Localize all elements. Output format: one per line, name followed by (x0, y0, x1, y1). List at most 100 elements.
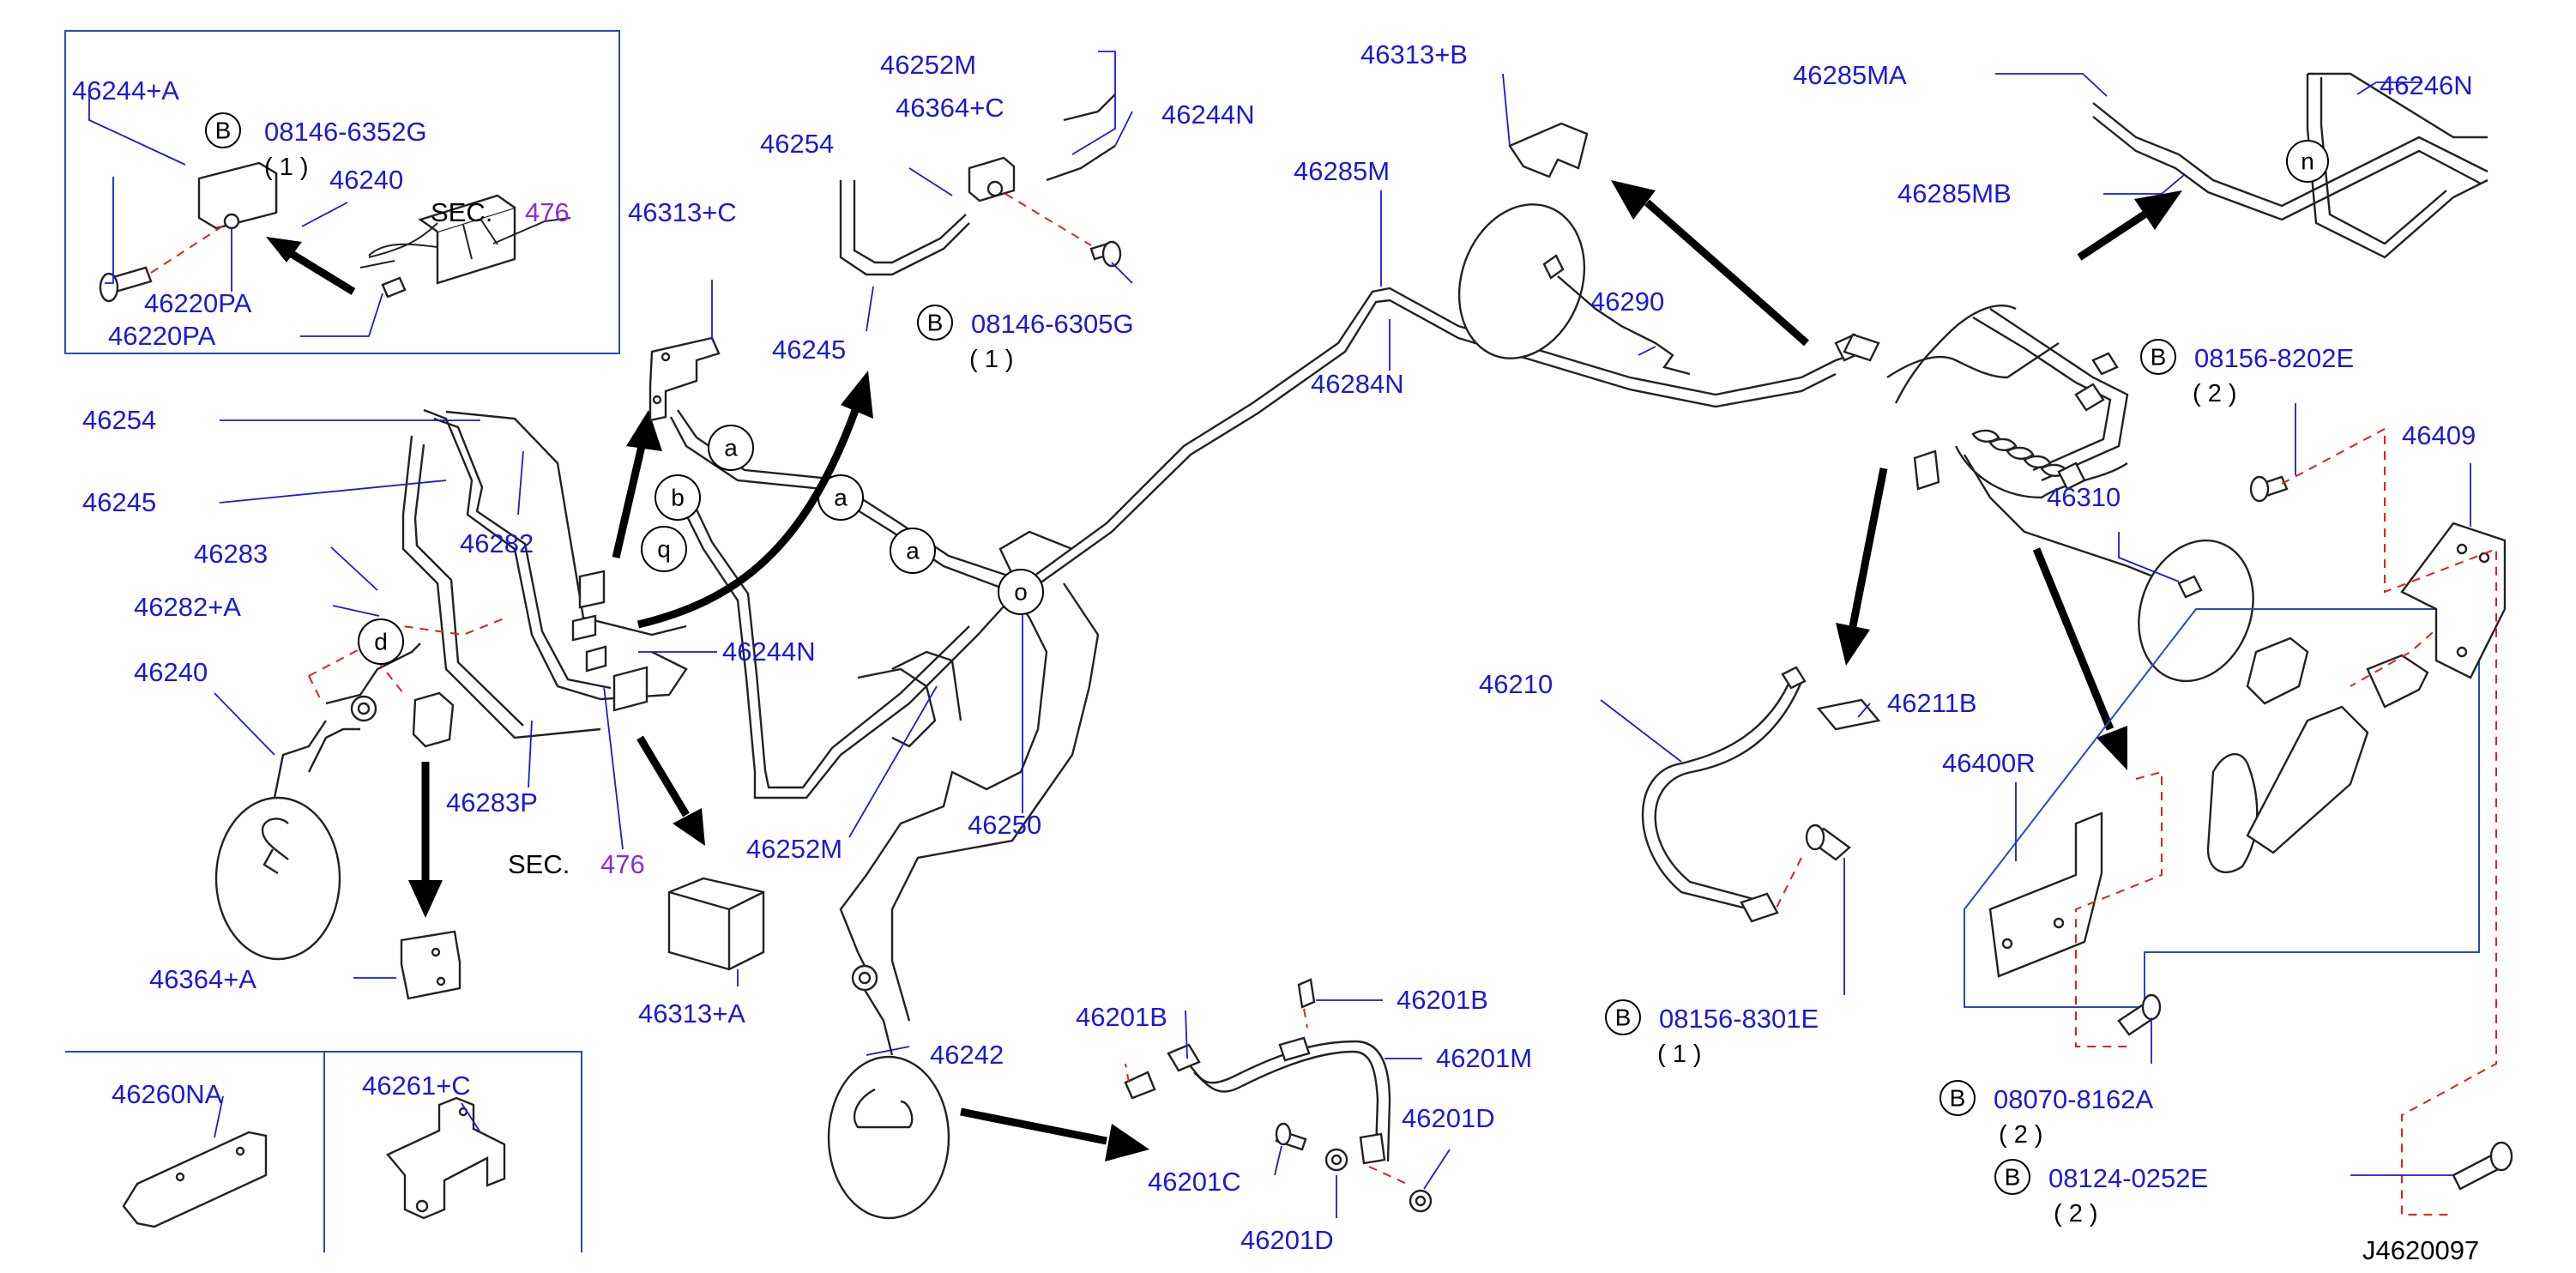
label-46310[interactable]: 46310 (2047, 482, 2121, 512)
clip-46211B[interactable] (1816, 698, 1881, 731)
label-46313A[interactable]: 46313+A (638, 998, 745, 1029)
label-46244N-front[interactable]: 46244N (722, 636, 816, 667)
label-46285MB[interactable]: 46285MB (1897, 178, 2012, 208)
hose-46210[interactable] (1641, 666, 1807, 923)
label-46211B[interactable]: 46211B (1887, 688, 1977, 718)
bracket-46283P[interactable] (350, 691, 455, 748)
label-46201D-bottom[interactable]: 46201D (1240, 1225, 1334, 1255)
bolt-code-3[interactable]: 08156-8202E (2194, 343, 2354, 373)
label-46252M-top[interactable]: 46252M (880, 50, 976, 80)
grommet-46242[interactable] (851, 964, 878, 992)
label-46220PA-1[interactable]: 46220PA (144, 288, 252, 318)
pipes-46285M-top-right (2092, 72, 2489, 259)
bracket-46261C[interactable] (386, 1096, 506, 1220)
bolt-code-5[interactable]: 08070-8162A (1994, 1084, 2153, 1114)
label-46240[interactable]: 46240 (134, 657, 208, 687)
label-46242[interactable]: 46242 (930, 1040, 1004, 1070)
bolt-08156-8202E[interactable] (2249, 475, 2289, 503)
washer-46201D-1[interactable] (1324, 1148, 1348, 1172)
sec-number-inset[interactable]: 476 (525, 197, 570, 227)
bubble-B-2 (917, 305, 953, 341)
label-46282A[interactable]: 46282+A (134, 592, 241, 622)
bubble-q-text: q (657, 536, 671, 563)
leader-46252M-front (848, 685, 938, 838)
label-46240-inset[interactable]: 46240 (329, 165, 403, 195)
label-46284N[interactable]: 46284N (1311, 369, 1404, 399)
bolt-46201C[interactable] (1275, 1122, 1307, 1151)
label-46285M[interactable]: 46285M (1294, 156, 1390, 186)
label-46409[interactable]: 46409 (2402, 420, 2476, 450)
label-46245[interactable]: 46245 (82, 487, 156, 517)
plate-46260NA[interactable] (122, 1131, 268, 1228)
label-46290[interactable]: 46290 (1590, 287, 1664, 317)
bolt-46220PA[interactable] (99, 266, 153, 303)
hose-46201M[interactable] (1167, 1036, 1391, 1165)
bracket-46400R[interactable] (1988, 811, 2103, 978)
arrow-to-46285M (2077, 211, 2147, 261)
brake-disc-rear-left (827, 1055, 950, 1220)
bolt-08124-0252E[interactable] (2452, 1141, 2513, 1191)
label-46400R[interactable]: 46400R (1942, 748, 2036, 778)
leader-46310 (2118, 532, 2180, 582)
bolt-code-2[interactable]: 08146-6305G (971, 309, 1134, 339)
label-46364C[interactable]: 46364+C (896, 93, 1004, 123)
label-46201B-left[interactable]: 46201B (1076, 1002, 1167, 1032)
bolt-08070-8162A[interactable] (2117, 993, 2162, 1036)
sec-number-front[interactable]: 476 (600, 849, 645, 879)
block-46313A[interactable] (667, 877, 765, 971)
clip-46244N-front[interactable] (571, 570, 649, 712)
label-46250[interactable]: 46250 (968, 810, 1041, 840)
label-46245-top[interactable]: 46245 (772, 335, 846, 365)
label-46210[interactable]: 46210 (1479, 669, 1553, 699)
label-46252M-front[interactable]: 46252M (746, 834, 842, 864)
bubble-n (2286, 140, 2329, 183)
label-46254-top[interactable]: 46254 (760, 129, 834, 159)
bracket-46313B[interactable] (1508, 122, 1589, 178)
dash-link-46201 (1125, 1008, 1408, 1185)
clip-46220PA-small[interactable] (381, 276, 407, 299)
arrow-head-46201 (1105, 1124, 1149, 1161)
bolt-code-1[interactable]: 08146-6352G (264, 117, 427, 147)
label-46254[interactable]: 46254 (82, 405, 156, 435)
bolt-qty-6: ( 2 ) (2054, 1200, 2098, 1228)
clip-46364C[interactable] (968, 156, 1016, 202)
label-46201D-right[interactable]: 46201D (1402, 1103, 1495, 1133)
bolt-08156-8301E[interactable] (1805, 824, 1851, 861)
clip-46201B-left[interactable] (1124, 1071, 1156, 1100)
bracket-46244A[interactable] (197, 161, 278, 230)
label-46244A[interactable]: 46244+A (72, 75, 179, 106)
bubble-d (358, 618, 404, 665)
bubble-a-3-text: a (906, 538, 920, 564)
label-46313C[interactable]: 46313+C (628, 197, 737, 227)
clip-46201B-right[interactable] (1297, 978, 1316, 1009)
label-46220PA-2[interactable]: 46220PA (108, 321, 216, 351)
bolt-code-6[interactable]: 08124-0252E (2048, 1163, 2208, 1193)
leader-46220PA-a (105, 177, 114, 284)
washer-46201D-2[interactable] (1409, 1189, 1433, 1213)
bubble-B-2-text: B (927, 310, 944, 336)
sec-word-inset: SEC. (431, 197, 492, 227)
dash-link-inset (150, 224, 226, 274)
bolt-qty-1: ( 1 ) (264, 154, 309, 181)
label-46364A[interactable]: 46364+A (149, 964, 256, 994)
label-46201C[interactable]: 46201C (1148, 1167, 1241, 1197)
label-46285MA[interactable]: 46285MA (1793, 60, 1907, 90)
leader-46261C (461, 1102, 481, 1133)
bracket-46409[interactable] (2400, 522, 2507, 679)
bracket-46313C[interactable] (649, 336, 721, 422)
label-46313B[interactable]: 46313+B (1360, 39, 1468, 69)
label-46283[interactable]: 46283 (194, 539, 268, 569)
label-46282[interactable]: 46282 (460, 528, 534, 558)
label-46261C[interactable]: 46261+C (362, 1071, 471, 1101)
bolt-08146-6305G[interactable] (1089, 240, 1122, 268)
label-46260NA[interactable]: 46260NA (112, 1079, 223, 1109)
label-46201B-right[interactable]: 46201B (1397, 985, 1488, 1015)
bolt-code-4[interactable]: 08156-8301E (1659, 1004, 1819, 1034)
label-46283P[interactable]: 46283P (446, 787, 538, 817)
block-46364A[interactable] (400, 930, 462, 1000)
arrow-head-46400R (2096, 726, 2127, 770)
label-46201M[interactable]: 46201M (1436, 1043, 1532, 1073)
label-46246N[interactable]: 46246N (2380, 70, 2473, 100)
label-46244N-top[interactable]: 46244N (1161, 100, 1255, 130)
